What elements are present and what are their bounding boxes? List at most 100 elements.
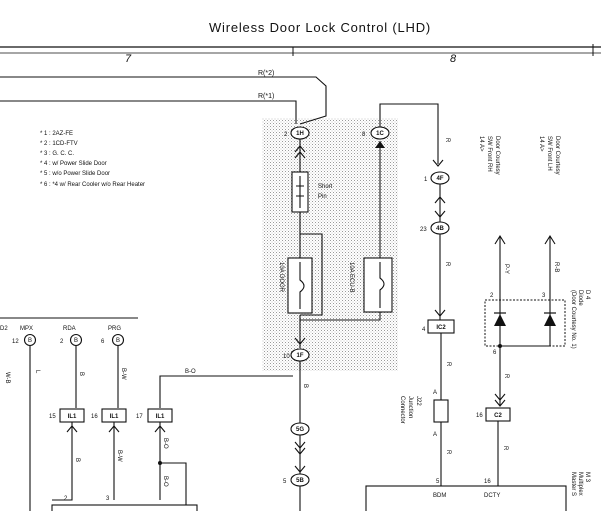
terminal-b-label: B: [116, 338, 120, 344]
door-courtesy-sw-rh-label: Door Courtesy SW Front RH 14 A>: [478, 136, 500, 175]
wire-r2-top: [0, 76, 327, 125]
arrow-up-icon: [434, 196, 446, 204]
ecu-pin-dcty: DCTY: [484, 493, 500, 499]
arrow-down-icon: [494, 399, 506, 407]
wire-color-r: R: [503, 374, 509, 379]
wire-color-bo: B-O: [185, 369, 196, 375]
connector-label: IC2: [436, 325, 446, 331]
jpin-15: 15: [49, 414, 56, 420]
notes-block: * 1 : 2AZ-FE * 2 : 1CD-FTV * 3 : G. C. C…: [40, 131, 145, 188]
wire-r1-top: [0, 100, 297, 124]
switch-label-line: 14 A>: [538, 136, 544, 152]
connector-label: 1F: [296, 353, 303, 359]
wire-color-bw: B-W: [116, 450, 122, 462]
junction-id: IL1: [68, 414, 77, 420]
arrow-up-icon: [108, 425, 120, 433]
pin-label: 1: [424, 177, 428, 183]
wire-color-r: R: [502, 446, 508, 451]
ecu-label-line: Master S: [570, 472, 576, 496]
pin-label: 2: [284, 132, 288, 138]
note-line: * 4 : w/ Power Slide Door: [40, 161, 107, 167]
fuse-ecu-b-label: 10A ECU-B: [348, 262, 354, 293]
arrow-down-icon: [294, 465, 306, 473]
wire-color-b: B: [74, 458, 80, 462]
wire-color-r: R: [445, 450, 451, 455]
pin-mpx: 12: [12, 339, 19, 345]
diode-label-line: (Door Courtesy No. 1): [570, 290, 576, 349]
arrow-down-icon: [294, 337, 306, 345]
j22-label-line: Connector: [399, 396, 405, 424]
pin-label: 16: [476, 413, 483, 419]
wire-ref-r1: R(*1): [258, 93, 274, 100]
terminal-b-label: B: [28, 338, 32, 344]
fuse-icon: [299, 262, 305, 309]
terminal-label-rda: RDA: [63, 326, 76, 332]
pin-rda: 2: [60, 339, 64, 345]
junction-block-shaded-area: [262, 118, 398, 371]
ecu-bottom-box: [51, 504, 198, 511]
ecu-label-line: Multiplex: [577, 472, 583, 496]
switch-label-line: SW Front RH: [486, 136, 492, 172]
wire-bo-top: [159, 375, 293, 408]
junction-connector-j22: [433, 399, 449, 423]
diode-left-icon: [494, 314, 506, 326]
junction-id: IL1: [110, 414, 119, 420]
wire-color-b: B: [78, 372, 84, 376]
jpin-16: 16: [91, 414, 98, 420]
terminal-b-prg: [111, 333, 125, 347]
ecu-pin-bdm: BDM: [433, 493, 446, 499]
switch-label-line: Door Courtesy: [494, 136, 500, 175]
terminal-label-mpx: MPX: [20, 326, 33, 332]
wire-bo-branch: [160, 462, 187, 511]
short-pin-icon: [296, 176, 304, 208]
pin-label: A: [433, 432, 437, 438]
multiplex-master-switch-box: [365, 485, 567, 511]
arrow-up-icon: [294, 145, 306, 153]
diode-label-line: D 4: [584, 290, 590, 300]
wire-color-l: L: [34, 370, 40, 374]
j22-label: J22 Junction Connector: [399, 396, 421, 424]
wire-r-top-right: [379, 103, 439, 164]
door-courtesy-sw-lh-label: Door Courtesy SW Front LH 14 A>: [538, 136, 560, 175]
switch-label-line: 14 A>: [478, 136, 484, 152]
pin-label: 3: [106, 496, 110, 502]
connector-label: 5G: [296, 427, 304, 433]
connector-label: 5B: [296, 478, 304, 484]
wire-color-rb: R-B: [553, 262, 559, 272]
terminal-label-d2: D2: [0, 326, 8, 332]
arrow-down-icon: [294, 447, 306, 455]
column-label-8: 8: [450, 53, 457, 65]
j22-label-line: Junction: [407, 396, 413, 418]
pin-label: 6: [493, 350, 497, 356]
diode-d4-label: D 4 Diode (Door Courtesy No. 1): [570, 290, 590, 349]
pin-label: 2: [490, 293, 494, 299]
connector-label: C2: [494, 413, 502, 419]
wire-color-r: R: [445, 362, 451, 367]
arrow-up-icon: [294, 151, 306, 159]
fuse-10a-ecu-b: [363, 257, 393, 313]
pin-label: 5: [283, 479, 287, 485]
switch-label-line: Door Courtesy: [554, 136, 560, 175]
terminal-b-label: B: [74, 338, 78, 344]
wire-door-bypass: [300, 233, 323, 316]
wire-color-bw: B-W: [120, 368, 126, 380]
page-title: Wireless Door Lock Control (LHD): [209, 20, 431, 35]
pin-label: 3: [542, 293, 546, 299]
pin-label: 10: [283, 354, 290, 360]
arrow-down-icon: [434, 210, 446, 218]
j22-label-line: J22: [415, 396, 421, 406]
short-pin-label: Short: [318, 184, 333, 190]
wire-ref-r2: R(*2): [258, 70, 274, 77]
pin-label: 4: [422, 327, 426, 333]
arrow-up-icon: [154, 425, 166, 433]
wire-color-r: R: [444, 262, 450, 267]
wire-ecu-b-join: [300, 312, 381, 321]
pin-label: A: [433, 390, 437, 396]
wire-b-lower: [52, 422, 73, 501]
switch-label-line: SW Front LH: [546, 136, 552, 171]
note-line: * 3 : G. C. C.: [40, 151, 74, 157]
diode-label-line: Diode: [577, 290, 583, 306]
multiplex-master-label: M 3 Multiplex Master S: [570, 472, 590, 496]
